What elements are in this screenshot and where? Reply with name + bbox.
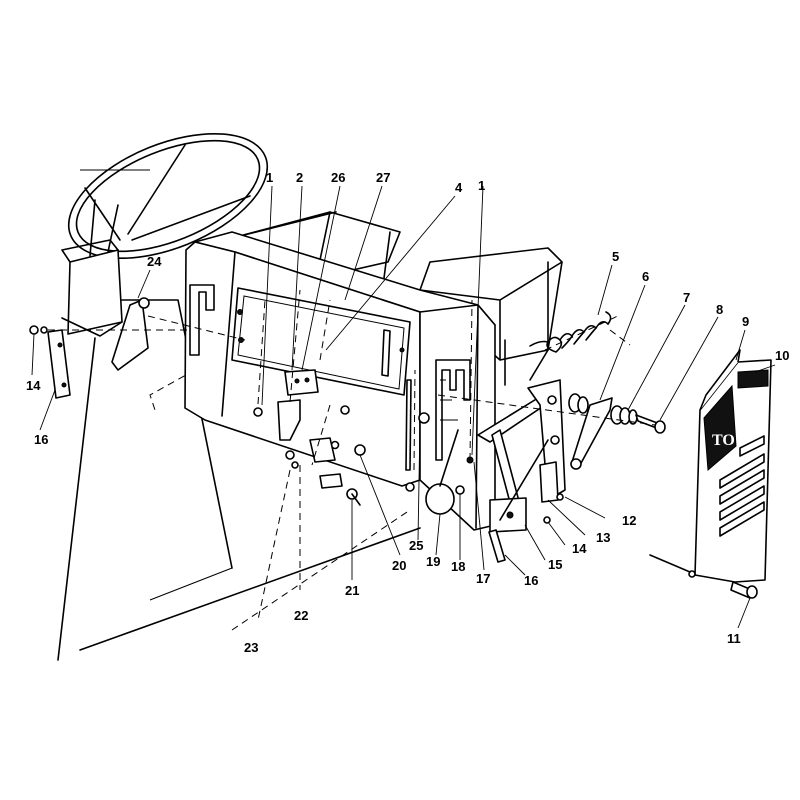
callout-27: 27 [376,170,390,185]
callout-6: 6 [642,269,649,284]
washer-23 [291,461,299,469]
bracket-plate [539,461,559,503]
callout-1-left: 1 [266,170,273,185]
nut-18 [455,485,465,495]
callout-16-right: 16 [524,573,538,588]
callout-24: 24 [147,254,162,269]
callout-8: 8 [716,302,723,317]
washer-14b [543,516,551,524]
callout-13: 13 [596,530,610,545]
cover-badge [703,384,737,472]
bracket-26 [284,369,319,396]
shift-gate-slot [435,359,471,461]
leader-lines [31,185,776,629]
callout-14-left: 14 [26,378,41,393]
callout-22: 22 [294,608,308,623]
cover-logo: TO [712,432,735,449]
nut-22 [285,450,295,460]
side-cover: TO [649,349,772,599]
cover-lip-9 [699,349,741,411]
callout-25: 25 [409,538,423,553]
callout-21: 21 [345,583,359,598]
clip-21 [319,473,343,489]
bolt-20 [354,444,366,456]
nut-14a [29,325,39,335]
callout-15: 15 [548,557,562,572]
assembly-centerlines [48,289,656,631]
nut-top [340,405,350,415]
shift-knob-19 [425,483,455,515]
floor-line-short [149,567,233,601]
bolt-12 [556,493,564,501]
callout-labels: 1 2 26 27 4 1 24 5 6 7 8 9 10 14 16 12 1… [26,170,789,655]
steering-column [61,199,123,337]
callout-12: 12 [622,513,636,528]
plate-slot [381,329,391,377]
callout-11: 11 [727,631,741,646]
rear-box-inner [529,261,549,381]
cutout-plate [231,287,411,396]
callout-26: 26 [331,170,345,185]
callout-4: 4 [455,180,463,195]
body-edge-left [57,337,96,661]
floor-line [79,527,421,651]
lever-foot [488,529,506,563]
washers-left [568,393,589,414]
callout-16-left: 16 [34,432,48,447]
callout-2: 2 [296,170,303,185]
callout-23: 23 [244,640,258,655]
callout-17: 17 [476,571,490,586]
callout-10: 10 [775,348,789,363]
bracket-2 [277,399,301,441]
slot-25 [405,379,412,471]
callout-7: 7 [683,290,690,305]
nut-1 [253,407,263,417]
callout-9: 9 [742,314,749,329]
j-slot-left [189,284,215,356]
callout-5: 5 [612,249,619,264]
shift-lever-assembly [425,379,566,563]
nut-25 [418,412,430,424]
spring-assembly [529,311,666,470]
callout-19: 19 [426,554,440,569]
bracket-16a [47,329,71,399]
callout-1-right: 1 [478,178,485,193]
washers-7 [610,405,638,425]
bracket-phantom [149,369,196,411]
callout-14-right: 14 [572,541,587,556]
steering-wheel [67,132,269,260]
bracket-20 [309,437,336,463]
left-parts [29,297,150,399]
callout-18: 18 [451,559,465,574]
link-arm-6 [571,397,613,466]
callout-20: 20 [392,558,406,573]
cover-vents [719,435,765,537]
